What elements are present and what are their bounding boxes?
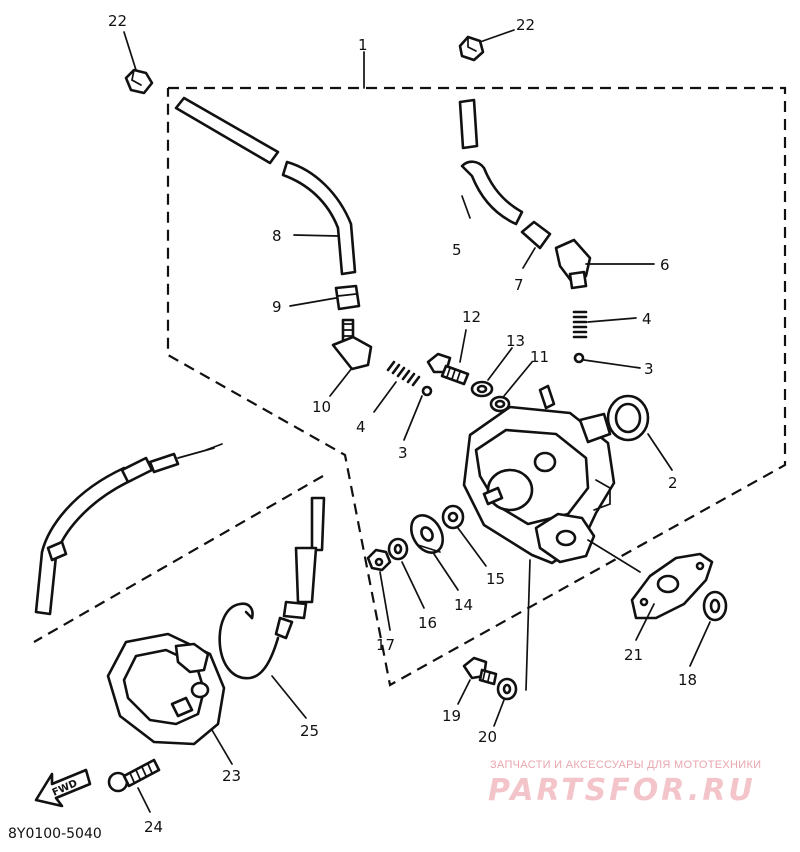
label-8: 8 (272, 227, 282, 245)
label-21: 21 (624, 646, 643, 664)
label-3: 3 (398, 444, 408, 462)
washer-hole-icon (494, 399, 506, 409)
gear-disc-icon (409, 514, 445, 554)
cap-icon (124, 68, 154, 95)
bolt-icon (462, 656, 498, 686)
label-3: 3 (644, 360, 654, 378)
watermark-brand: PARTSFOR.RU (488, 773, 756, 808)
washer-hole-icon (393, 543, 403, 555)
watermark: ЗАПЧАСТИ И АКСЕССУАРЫ ДЛЯ МОТОТЕХНИКИ PA… (488, 759, 761, 808)
ball-icon (421, 385, 433, 397)
label-25: 25 (300, 722, 319, 740)
hose-icon (174, 96, 357, 276)
label-12: 12 (462, 308, 481, 326)
pump-body-icon (462, 384, 616, 565)
elbow-fitting-icon (331, 318, 373, 371)
assembly-dashed-outline (33, 51, 787, 687)
label-15: 15 (486, 570, 505, 588)
label-4: 4 (642, 310, 652, 328)
oil-seal-icon (606, 394, 650, 442)
gasket-icon (630, 552, 714, 620)
label-2: 2 (668, 474, 678, 492)
nut-icon (366, 548, 392, 572)
washer-hole-icon (502, 683, 512, 695)
label-7: 7 (514, 276, 524, 294)
spring-icon (386, 360, 421, 387)
drawing-code: 8Y0100-5040 (8, 826, 102, 842)
clamp-icon (520, 220, 552, 250)
label-6: 6 (660, 256, 670, 274)
label-22: 22 (108, 12, 127, 30)
ball-icon (573, 352, 585, 364)
pump-cover-icon (106, 632, 226, 746)
callout-labels: 22 22 1 8 9 10 5 7 6 4 3 12 13 11 4 3 2 … (108, 12, 697, 836)
screw-icon (107, 758, 161, 793)
label-24: 24 (144, 818, 163, 836)
label-18: 18 (678, 671, 697, 689)
elbow-fitting-icon (554, 238, 592, 290)
clamp-icon (334, 284, 361, 311)
cable-icon (218, 496, 326, 680)
label-10: 10 (312, 398, 331, 416)
label-19: 19 (442, 707, 461, 725)
hose-icon (458, 98, 524, 226)
leader-lines (123, 29, 711, 813)
label-16: 16 (418, 614, 437, 632)
label-13: 13 (506, 332, 525, 350)
watermark-caption: ЗАПЧАСТИ И АКСЕССУАРЫ ДЛЯ МОТОТЕХНИКИ (490, 759, 761, 771)
washer-hole-icon (447, 511, 459, 523)
cap-icon (458, 35, 485, 62)
washer-hole-icon (476, 384, 488, 394)
cable-end-icon (34, 443, 223, 616)
label-4: 4 (356, 418, 366, 436)
label-23: 23 (222, 767, 241, 785)
label-1: 1 (358, 36, 368, 54)
label-20: 20 (478, 728, 497, 746)
bolt-icon (426, 352, 470, 386)
spring-icon (572, 310, 588, 339)
label-14: 14 (454, 596, 473, 614)
forward-arrow-icon: FWD (34, 768, 92, 808)
label-11: 11 (530, 348, 549, 366)
label-9: 9 (272, 298, 282, 316)
label-17: 17 (376, 636, 395, 654)
label-22: 22 (516, 16, 535, 34)
label-5: 5 (452, 241, 462, 259)
washer-hole-icon (709, 598, 721, 614)
